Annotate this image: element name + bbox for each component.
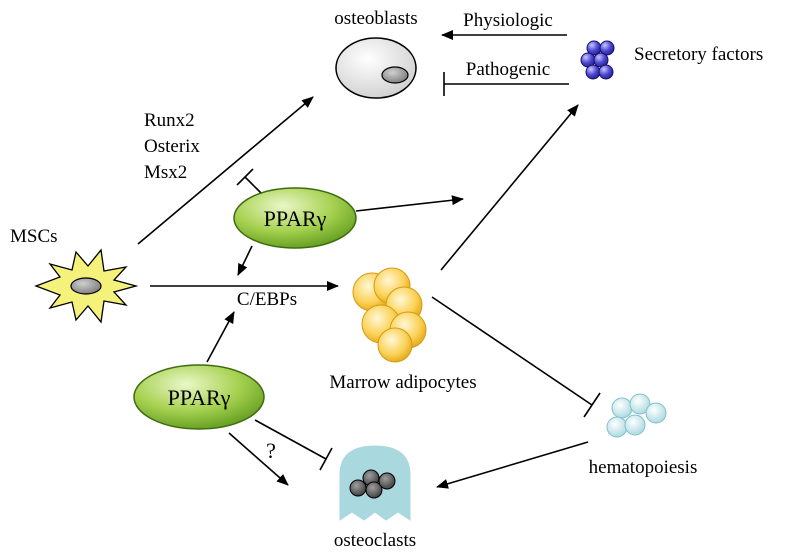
edge-ppar-bottom-to-cebps [206,311,235,363]
hematopoietic-cells-icon [606,393,667,438]
edge-ppar-bottom-inhibits-osteoclasts [254,419,333,471]
hematopoiesis-label: hematopoiesis [589,457,698,478]
cebps-label: C/EBPs [237,289,297,310]
ppar-gamma-top-node: PPARγ [233,187,357,249]
mscs-label: MSCs [10,226,58,247]
question-mark-label: ? [266,438,276,463]
ppar-gamma-bottom-label: PPARγ [168,385,231,410]
osteoclast-cell-icon [339,445,411,521]
runx2-label: Runx2 [144,110,195,131]
edge-mscs-to-osteoblasts [137,96,314,245]
edge-hematopoiesis-to-osteoclasts [436,441,589,489]
edge-adipocytes-inhibit-hematopoiesis [431,296,601,418]
osterix-label: Osterix [144,136,200,157]
secretory-factors-cluster-icon [580,40,615,80]
msc-star-cell-icon [34,248,139,324]
osteoblast-cell-icon [335,37,417,99]
physiologic-label: Physiologic [463,10,553,31]
adipocyte-cluster-icon [352,267,427,363]
ppar-gamma-bottom-node: PPARγ [133,364,265,430]
msx2-label: Msx2 [144,162,187,183]
edge-pathogenic-inhibition [443,72,569,96]
pathogenic-label: Pathogenic [466,59,550,80]
edge-adipocytes-to-secretory [440,104,579,271]
edge-ppar-top-to-cebps [237,245,253,276]
edge-ppar-top-to-secretory [355,195,464,212]
secretory-factors-label: Secretory factors [634,44,763,65]
osteoblasts-label: osteoblasts [334,8,417,29]
osteoclasts-label: osteoclasts [334,530,416,551]
marrow-adipocytes-label: Marrow adipocytes [329,372,476,393]
edge-ppar-bottom-to-osteoclasts [228,432,289,486]
ppar-gamma-top-label: PPARγ [264,206,327,231]
edge-ppar-top-inhibits-osteoblastogenesis [236,168,263,195]
